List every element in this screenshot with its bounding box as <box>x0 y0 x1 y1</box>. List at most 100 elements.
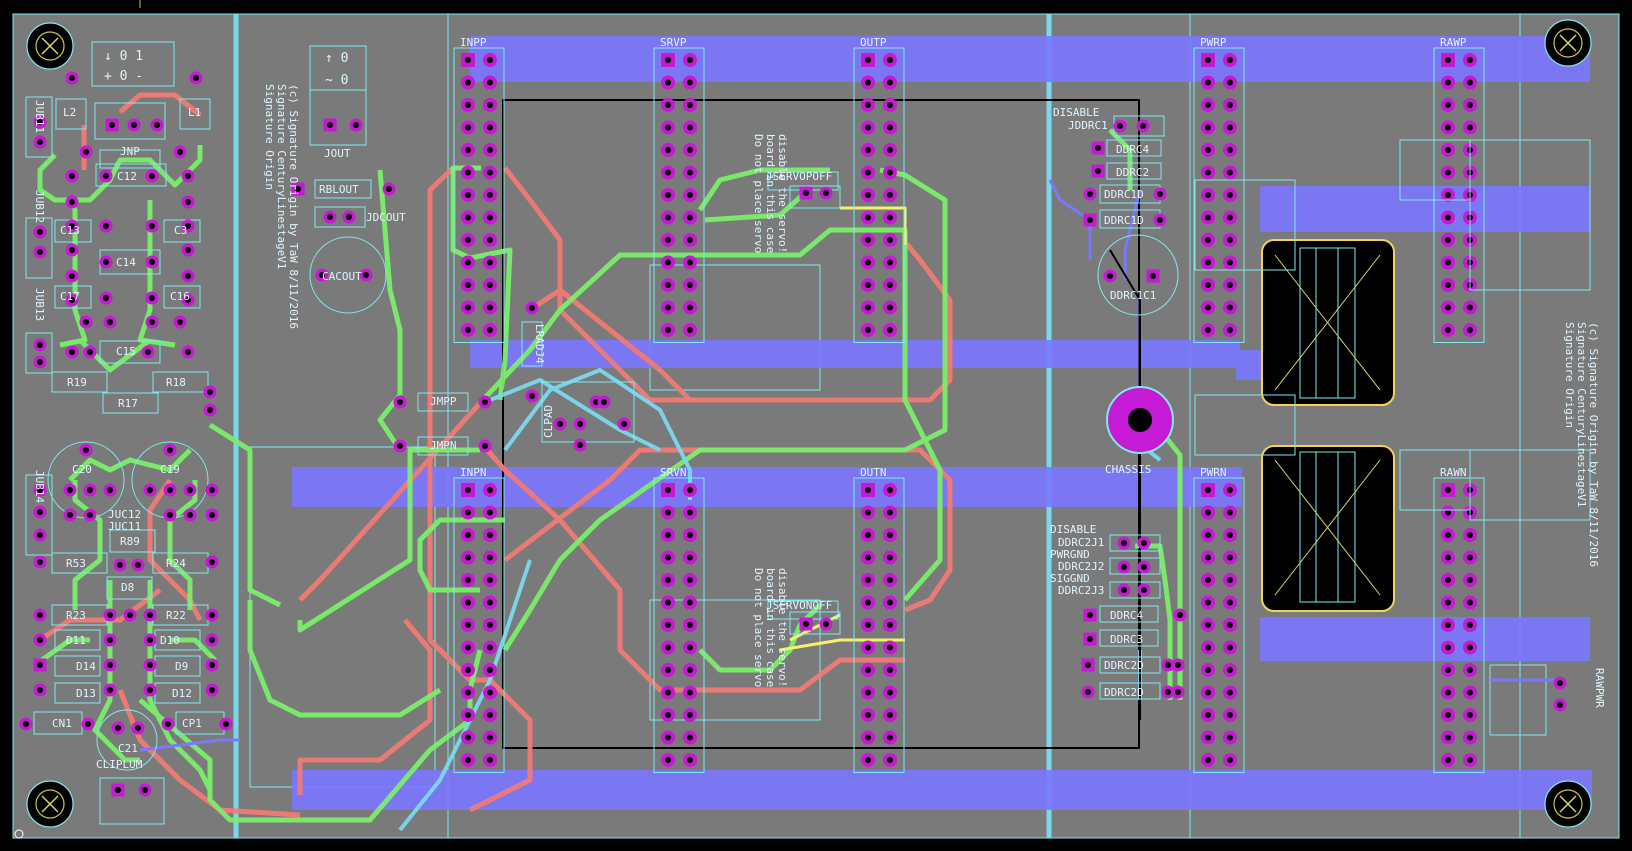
header-pin-drill <box>687 237 693 243</box>
header-pin-drill <box>865 214 871 221</box>
header-pin-drill <box>887 124 893 131</box>
header-pin-drill <box>487 487 493 493</box>
header-pin-drill <box>1467 712 1473 718</box>
header-pin-drill <box>687 622 693 628</box>
label-D10: D10 <box>160 634 180 647</box>
header-pin-drill <box>1445 327 1451 333</box>
header-pin-drill <box>665 214 671 221</box>
header-pin-drill <box>665 169 671 176</box>
label-JUB14: JUB14 <box>33 470 46 503</box>
header-pin-drill <box>865 757 871 763</box>
label-L1: L1 <box>188 106 201 119</box>
header-pin-drill <box>465 622 471 628</box>
header-pin-drill <box>1227 622 1233 628</box>
header-pin-drill <box>865 532 871 538</box>
header-pin-drill <box>887 644 893 651</box>
header-pin-drill <box>487 79 493 86</box>
label-C14: C14 <box>116 256 136 269</box>
header-pin-drill <box>887 57 893 63</box>
header-pin-drill <box>465 667 471 673</box>
header-pin-drill <box>1205 734 1211 741</box>
label-R17: R17 <box>118 397 138 410</box>
header-pin-drill <box>687 102 693 108</box>
header-pin-drill <box>465 487 471 493</box>
header-pin-drill <box>1445 237 1451 243</box>
header-pin-drill <box>465 327 471 333</box>
transformer-bottom <box>1261 445 1395 612</box>
header-pin-drill <box>1227 147 1233 153</box>
label-C20: C20 <box>72 463 92 476</box>
header-pin-drill <box>1467 554 1473 561</box>
label-C17: C17 <box>60 290 80 303</box>
header-pin-drill <box>487 327 493 333</box>
label-JUB11: JUB11 <box>33 100 46 133</box>
label-JUB13: JUB13 <box>33 288 46 321</box>
header-pin-drill <box>1445 214 1451 221</box>
header-pin-drill <box>1467 124 1473 131</box>
header-inpn <box>453 477 505 773</box>
header-pin-drill <box>487 304 493 311</box>
header-pin-drill <box>865 644 871 651</box>
label-JSERVOPOFF: JSERVOPOFF <box>766 170 832 183</box>
header-pin-drill <box>687 259 693 266</box>
label-R23: R23 <box>66 609 86 622</box>
header-pin-drill <box>887 102 893 108</box>
label-JNP-bot: + 0 - <box>104 69 143 84</box>
servo-note-bottom-2: disable the servo! <box>776 568 789 687</box>
header-pin-drill <box>1445 147 1451 153</box>
label-JMPN: JMPN <box>430 439 457 452</box>
label-DDRC2J2: DDRC2J2 <box>1058 560 1104 573</box>
header-pin-drill <box>1445 532 1451 538</box>
label-D11: D11 <box>66 634 86 647</box>
label-L2: L2 <box>63 106 76 119</box>
header-pin-drill <box>1467 599 1473 606</box>
component-outlines <box>25 41 1591 825</box>
header-pin-drill <box>865 599 871 606</box>
header-title-inpp: INPP <box>460 36 487 49</box>
header-pin-drill <box>487 667 493 673</box>
servo-note-bottom-0: Do not place servo <box>752 568 765 687</box>
header-pin-drill <box>865 282 871 288</box>
header-pin-drill <box>487 147 493 153</box>
header-pin-drill <box>487 214 493 221</box>
header-pin-drill <box>865 734 871 741</box>
header-pin-drill <box>887 192 893 198</box>
header-pin-drill <box>1205 667 1211 673</box>
label-D13: D13 <box>76 687 96 700</box>
board-text-right-2: (c) Signature Origin by TaW 8/11/2016 <box>1587 322 1600 567</box>
header-title-pwrp: PWRP <box>1200 36 1227 49</box>
label-DISABLE-bot: DISABLE <box>1050 523 1096 536</box>
header-pin-drill <box>1445 124 1451 131</box>
header-pin-drill <box>687 57 693 63</box>
header-srvp <box>653 47 705 343</box>
label-DDRC2-top: DDRC2 <box>1116 166 1149 179</box>
header-pin-drill <box>1227 689 1233 696</box>
header-pin-drill <box>887 577 893 583</box>
header-pin-drill <box>465 689 471 696</box>
label-C12: C12 <box>117 170 137 183</box>
header-title-srvn: SRVN <box>660 466 687 479</box>
header-pin-drill <box>1227 667 1233 673</box>
header-pin-drill <box>1227 577 1233 583</box>
header-pin-drill <box>687 689 693 696</box>
header-title-outp: OUTP <box>860 36 887 49</box>
header-pin-drill <box>1227 712 1233 718</box>
servo-note-bottom: Do not place servo board in this case di… <box>752 568 789 687</box>
label-JOUT: JOUT <box>324 147 351 160</box>
header-pin-drill <box>465 79 471 86</box>
label-DDRC2D-b: DDRC2D <box>1104 686 1144 699</box>
header-pin-drill <box>1445 509 1451 516</box>
header-pin-drill <box>865 509 871 516</box>
header-pin-drill <box>1205 599 1211 606</box>
header-pin-drill <box>665 712 671 718</box>
header-pin-drill <box>1205 487 1211 493</box>
header-pin-drill <box>1205 689 1211 696</box>
header-pin-drill <box>865 192 871 198</box>
header-pin-drill <box>487 259 493 266</box>
label-RAWPWR: RAWPWR <box>1593 668 1606 708</box>
header-pin-drill <box>1205 304 1211 311</box>
label-C13: C13 <box>60 224 80 237</box>
header-pin-drill <box>887 237 893 243</box>
header-pin-drill <box>687 214 693 221</box>
header-pin-drill <box>487 532 493 538</box>
